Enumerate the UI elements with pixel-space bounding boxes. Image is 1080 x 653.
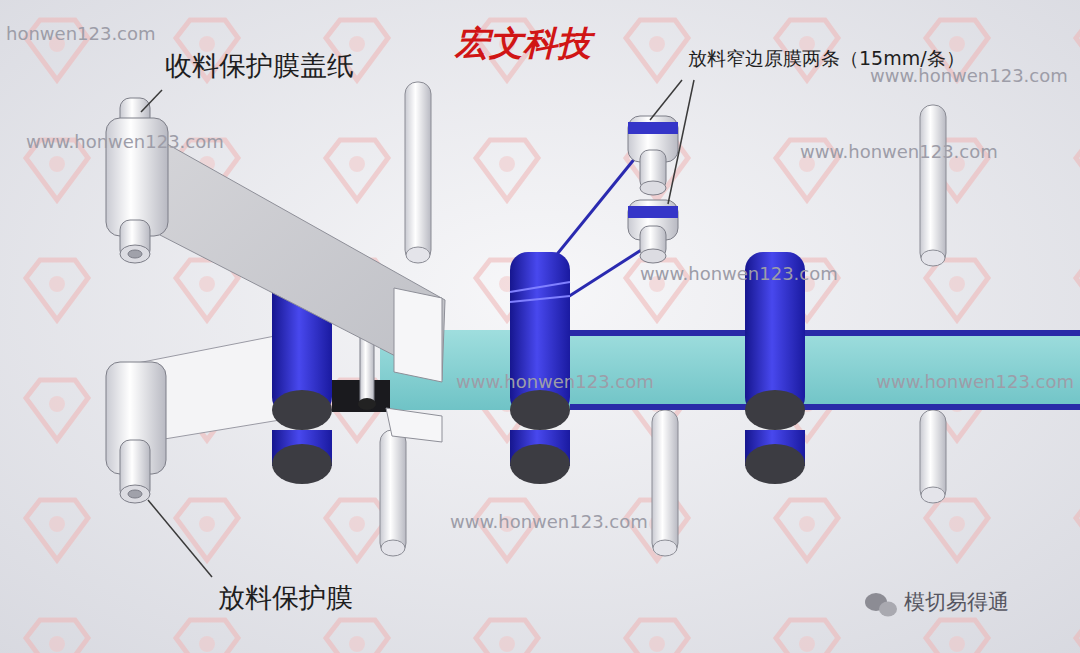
- part-label: 放料保护膜: [218, 582, 353, 613]
- watermark: www.honwen123.com: [26, 132, 224, 153]
- watermark: www.honwen123.com: [450, 512, 648, 533]
- watermark: www.honwen123.com: [876, 372, 1074, 393]
- watermark: www.honwen123.com: [456, 372, 654, 393]
- watermark: www.honwen123.com: [870, 66, 1068, 87]
- watermark: www.honwen123.com: [640, 264, 838, 285]
- part-label: 收料保护膜盖纸: [165, 50, 354, 81]
- source-mark: 模切易得通: [904, 590, 1009, 614]
- watermark: honwen123.com: [6, 24, 156, 45]
- diagram-title: 宏文科技: [455, 24, 591, 63]
- watermark: www.honwen123.com: [800, 142, 998, 163]
